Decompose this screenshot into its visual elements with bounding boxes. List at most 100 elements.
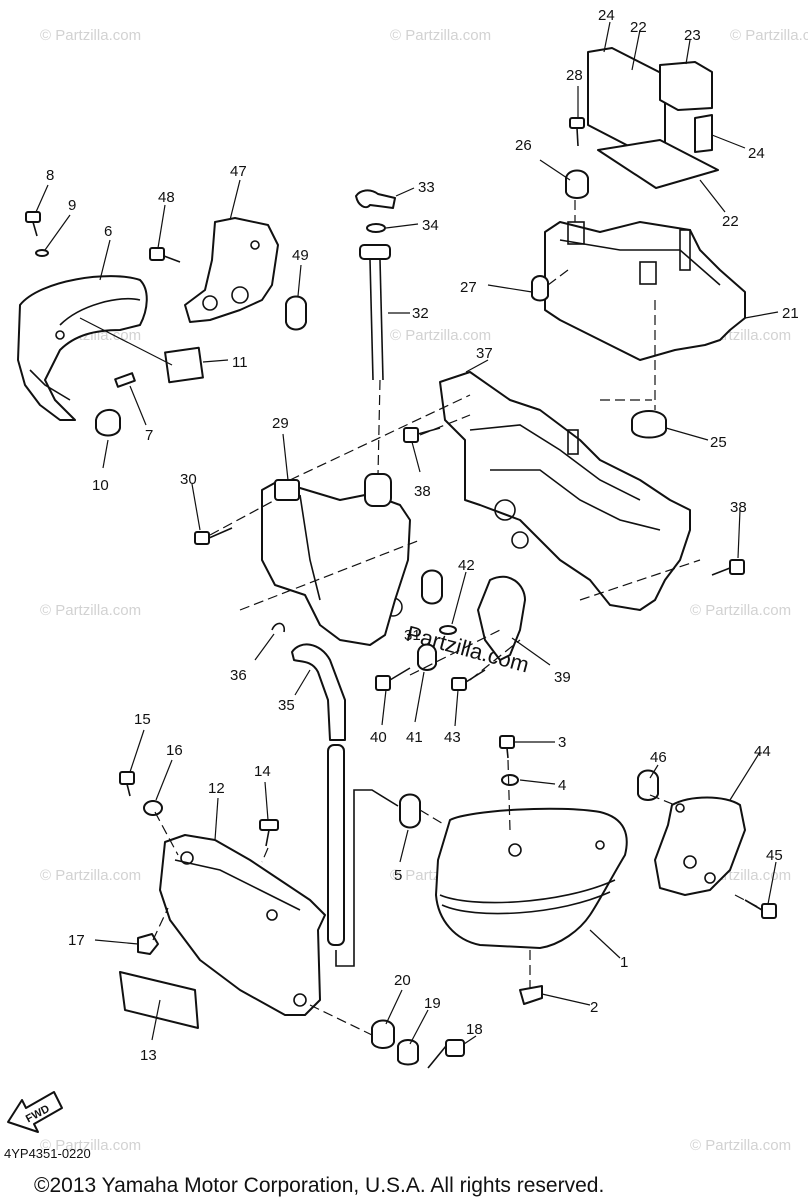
bolt-part bbox=[744, 899, 777, 919]
callout-number: 27 bbox=[460, 279, 477, 296]
bolt-part bbox=[403, 427, 441, 443]
hose-part bbox=[291, 643, 346, 741]
callout-number: 6 bbox=[104, 223, 112, 240]
bolt-part bbox=[375, 667, 411, 691]
watermark: © Partzilla.com bbox=[690, 1137, 791, 1154]
bolt-part bbox=[149, 247, 181, 263]
damper-part bbox=[371, 1019, 395, 1049]
callout-number: 9 bbox=[68, 197, 76, 214]
washer-part bbox=[501, 774, 519, 786]
callout-number: 13 bbox=[140, 1047, 157, 1064]
callout-number: 47 bbox=[230, 163, 247, 180]
callout-number: 31 bbox=[404, 627, 421, 644]
callout-number: 15 bbox=[134, 711, 151, 728]
callout-number: 32 bbox=[412, 305, 429, 322]
callout-number: 22 bbox=[630, 19, 647, 36]
callout-number: 24 bbox=[748, 145, 765, 162]
battery-box-part bbox=[544, 221, 746, 361]
clip-part bbox=[271, 622, 286, 633]
washer-part bbox=[143, 800, 163, 816]
callout-number: 34 bbox=[422, 217, 439, 234]
watermark: © Partzilla.com bbox=[730, 27, 808, 44]
leader-lines bbox=[35, 21, 779, 1045]
bolt-part bbox=[569, 117, 585, 147]
callout-number: 37 bbox=[476, 345, 493, 362]
bolt-part bbox=[427, 1039, 465, 1069]
label-part bbox=[119, 971, 199, 1029]
callout-number: 3 bbox=[558, 734, 566, 751]
callout-number: 21 bbox=[782, 305, 799, 322]
callout-number: 30 bbox=[180, 471, 197, 488]
callout-number: 20 bbox=[394, 972, 411, 989]
washer-part bbox=[439, 625, 457, 635]
oil-tank-part bbox=[261, 473, 411, 646]
callout-number: 26 bbox=[515, 137, 532, 154]
callout-number: 25 bbox=[710, 434, 727, 451]
label-part bbox=[164, 346, 204, 384]
callout-number: 28 bbox=[566, 67, 583, 84]
damper-part bbox=[399, 793, 421, 829]
watermark: © Partzilla.com bbox=[390, 327, 491, 344]
grommet-part bbox=[95, 409, 121, 437]
watermark: © Partzilla.com bbox=[690, 602, 791, 619]
damper-part bbox=[421, 569, 443, 605]
callout-number: 33 bbox=[418, 179, 435, 196]
side-cover-part bbox=[654, 796, 746, 896]
callout-number: 23 bbox=[684, 27, 701, 44]
callout-number: 1 bbox=[620, 954, 628, 971]
assembly-lines bbox=[152, 200, 761, 1036]
copyright-notice: ©2013 Yamaha Motor Corporation, U.S.A. A… bbox=[34, 1174, 604, 1197]
callout-number: 11 bbox=[232, 354, 248, 371]
callout-number: 19 bbox=[424, 995, 441, 1012]
callout-number: 2 bbox=[590, 999, 598, 1016]
callout-number: 4 bbox=[558, 777, 566, 794]
bracket-part bbox=[184, 217, 279, 323]
callout-number: 8 bbox=[46, 167, 54, 184]
battery-part bbox=[587, 47, 719, 189]
callout-number: 45 bbox=[766, 847, 783, 864]
screw-part bbox=[451, 669, 486, 691]
bolt-part bbox=[25, 211, 41, 237]
breather-hose-part bbox=[355, 189, 396, 209]
diagram-code: 4YP4351-0220 bbox=[4, 1146, 91, 1161]
breather-pipe-part bbox=[359, 244, 391, 381]
clip-part bbox=[366, 223, 386, 233]
washer-part bbox=[35, 249, 49, 257]
frame-bracket-part bbox=[439, 371, 691, 611]
callout-number: 35 bbox=[278, 697, 295, 714]
callout-number: 40 bbox=[370, 729, 387, 746]
damper-part bbox=[565, 169, 589, 199]
label-part bbox=[519, 985, 543, 1005]
collar-part bbox=[397, 1039, 419, 1066]
grommet-part bbox=[631, 410, 667, 439]
callout-labels: 1 2 3 4 5 6 7 8 9 10 11 12 13 14 15 16 1… bbox=[46, 7, 799, 1064]
side-cover-part bbox=[159, 834, 326, 1016]
callout-number: 17 bbox=[68, 932, 85, 949]
callout-number: 10 bbox=[92, 477, 109, 494]
bolt-part bbox=[194, 527, 233, 545]
screw-part bbox=[499, 735, 515, 759]
callout-number: 12 bbox=[208, 780, 225, 797]
bolt-part bbox=[259, 819, 279, 847]
callout-number: 39 bbox=[554, 669, 571, 686]
forward-arrow-icon: FWD bbox=[7, 1091, 63, 1133]
grommet-part bbox=[285, 295, 307, 331]
bolt-part bbox=[119, 771, 135, 797]
damper-part bbox=[637, 769, 659, 801]
callout-number: 5 bbox=[394, 867, 402, 884]
callout-number: 38 bbox=[414, 483, 431, 500]
callout-number: 16 bbox=[166, 742, 183, 759]
callout-number: 43 bbox=[444, 729, 461, 746]
callout-number: 36 bbox=[230, 667, 247, 684]
headlight-cover-part bbox=[17, 275, 148, 421]
collar-part bbox=[531, 275, 549, 302]
pad-part bbox=[114, 372, 136, 388]
bolt-part bbox=[711, 559, 745, 576]
watermark: © Partzilla.com bbox=[40, 867, 141, 884]
hose-part bbox=[327, 744, 345, 946]
watermark: © Partzilla.com bbox=[40, 1137, 141, 1154]
callout-number: 14 bbox=[254, 763, 271, 780]
callout-number: 29 bbox=[272, 415, 289, 432]
callout-number: 38 bbox=[730, 499, 747, 516]
